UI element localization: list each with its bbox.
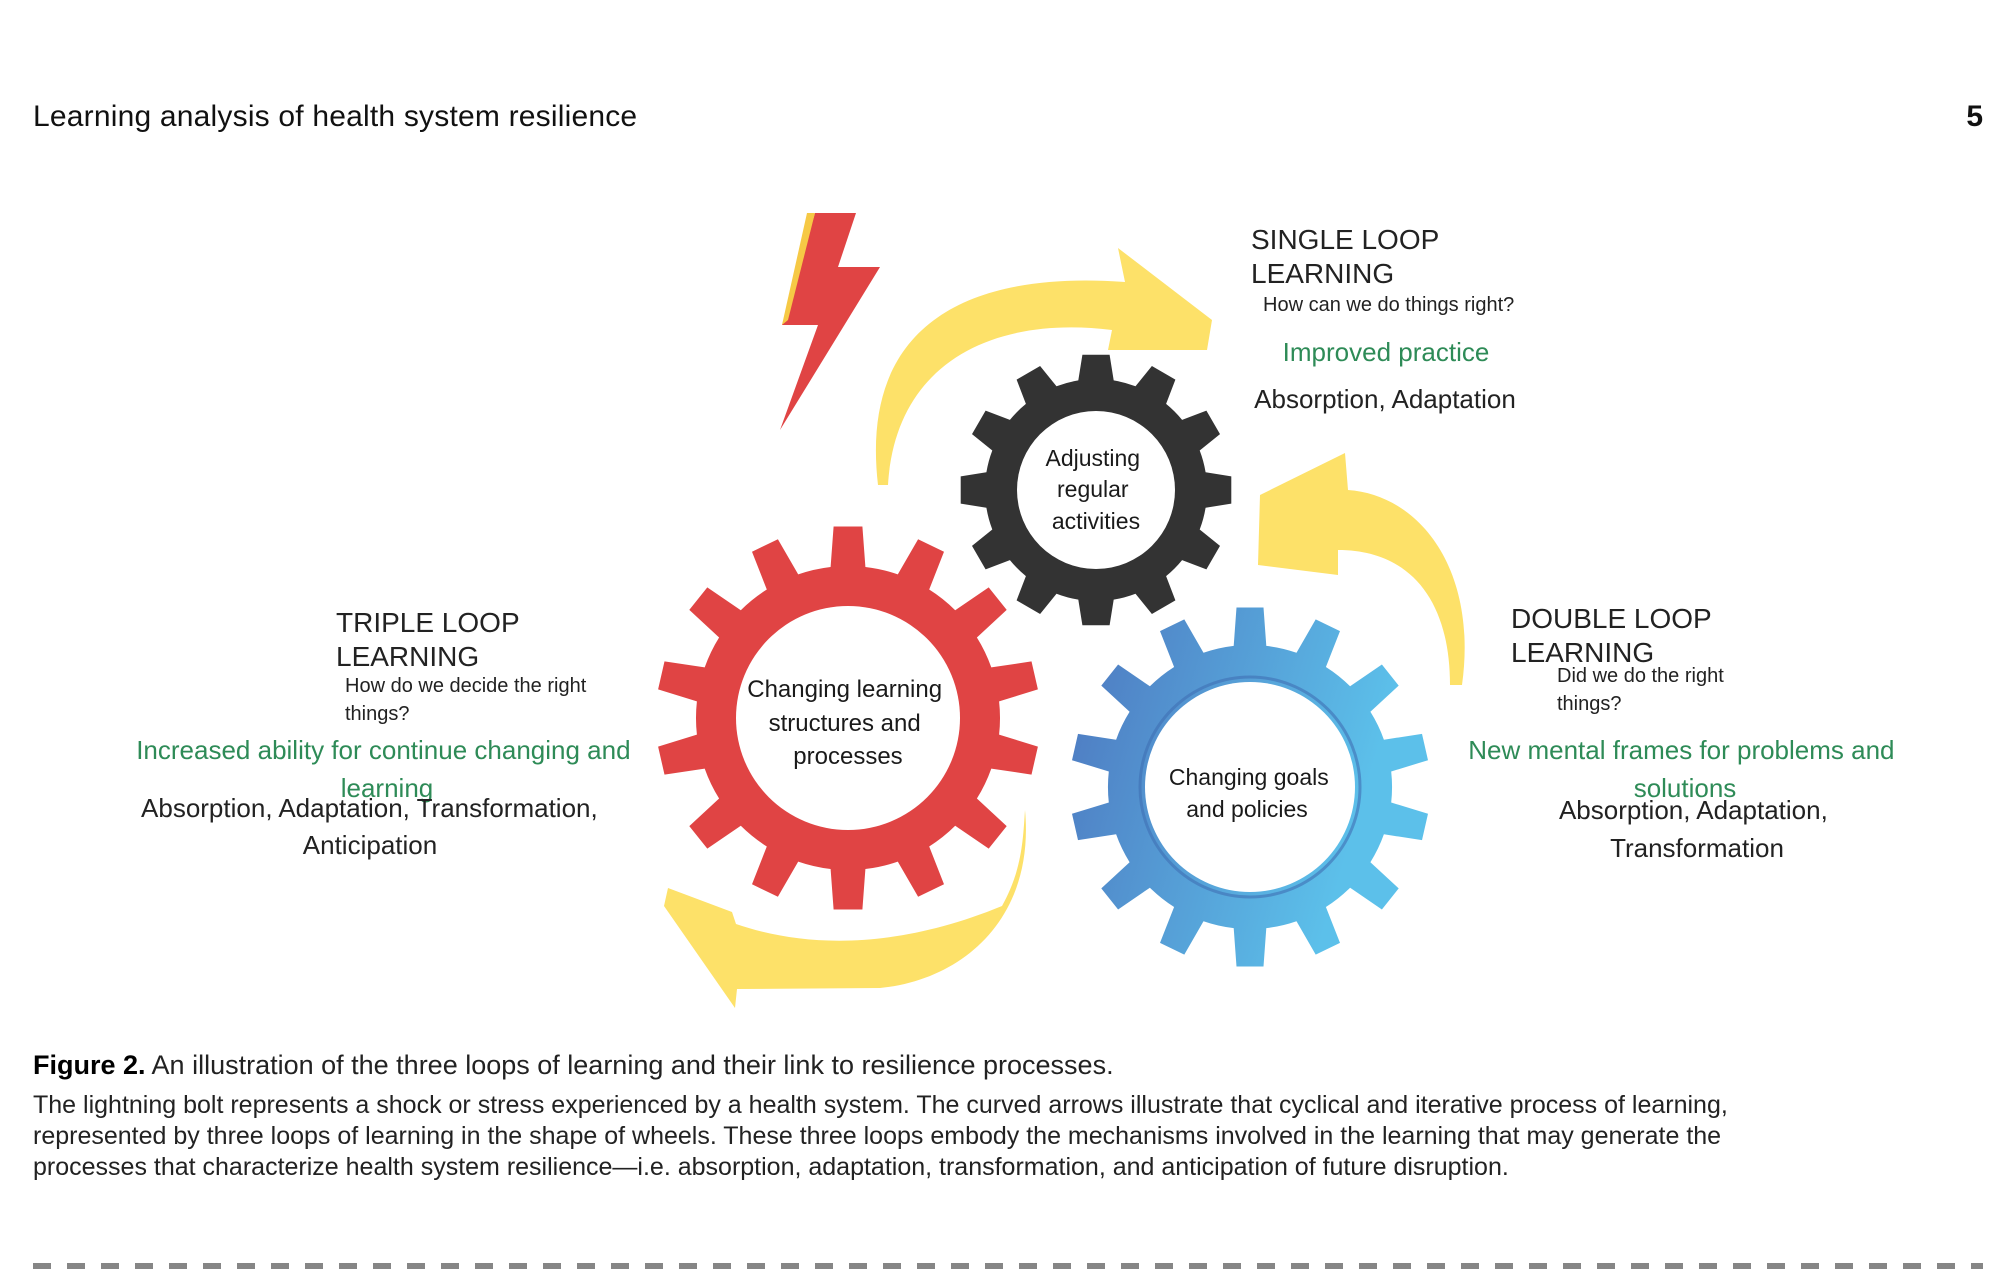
svg-text:How do we decide the right: How do we decide the right things? [345,675,592,725]
svg-text:DOUBLE LOOP LEARNING: DOUBLE LOOP LEARNING [1511,603,1719,668]
double-loop-title-1: DOUBLE LOOP [1511,603,1711,634]
gear-triple-line-3: processes [793,743,902,770]
caption-label: Figure 2. [33,1050,146,1080]
triple-loop-question-1: How do we decide the right [345,675,587,697]
gear-double-label: Changing goals and policies [1169,764,1335,822]
caption-body-line-1: The lightning bolt represents a shock or… [33,1091,1728,1119]
triple-loop-outcome-2: learning [341,773,434,803]
caption-title: Figure 2. An illustration of the three l… [33,1048,1933,1082]
svg-text:Absorption, Adaptation, Transf: Absorption, Adaptation, Transformation, … [141,793,605,860]
triple-loop-processes-1: Absorption, Adaptation, Transformation, [141,793,598,823]
gear-single-line-1: Adjusting [1045,445,1140,471]
lightning-bolt-highlight [782,213,815,325]
gear-triple-line-2: structures and [769,710,921,737]
single-loop-question: How can we do things right? [1263,294,1514,316]
double-loop-processes-1: Absorption, Adaptation, [1559,795,1828,825]
single-loop-outcome: Improved practice [1283,337,1490,367]
svg-text:Did we do the right thin: Did we do the right things? [1557,665,1729,715]
figure-caption: Figure 2. An illustration of the three l… [33,1048,1933,1183]
caption-body-line-2: represented by three loops of learning i… [33,1122,1722,1150]
arrow-right [1258,453,1465,685]
double-loop-outcome-2: solutions [1634,773,1737,803]
double-loop-title-2: LEARNING [1511,637,1654,668]
double-loop-question-2: things? [1557,693,1622,715]
learning-loops-diagram: Adjusting regular activities Changing le… [136,213,1902,1008]
svg-text:Absorption, Adaptation,: Absorption, Adaptation, Transformation [1559,795,1835,863]
caption-title-text: An illustration of the three loops of le… [145,1050,1114,1080]
svg-text:New mental frames for problems: New mental frames for problems and solut… [1468,735,1902,803]
double-loop-processes-2: Transformation [1610,833,1784,863]
gear-single-loop [960,354,1232,626]
double-loop-annotation: DOUBLE LOOP LEARNING Did we do the right… [1468,603,1902,863]
gear-triple-label: Changing learning structures and process… [747,676,948,770]
page-number: 5 [1966,100,1983,133]
triple-loop-outcome-1: Increased ability for continue changing … [136,735,630,765]
triple-loop-title-1: TRIPLE LOOP [336,607,519,638]
caption-body-line-3: processes that characterize health syste… [33,1153,1509,1181]
lightning-bolt-icon [780,213,880,430]
single-loop-annotation: SINGLE LOOP LEARNING How can we do thing… [1251,224,1516,414]
arrow-top [875,248,1212,485]
triple-loop-processes-2: Anticipation [303,830,437,860]
gear-single-line-3: activities [1052,508,1140,534]
caption-body: The lightning bolt represents a shock or… [33,1090,1933,1183]
gear-double-line-2: and policies [1186,796,1307,822]
svg-text:SINGLE LOOP LEARNING: SINGLE LOOP LEARNING [1251,224,1447,289]
svg-text:Increased ability for continue: Increased ability for continue changing … [136,735,638,803]
curved-arrows [664,248,1465,1008]
gear-triple-line-1: Changing learning [747,676,942,703]
arrow-bottom [664,810,1026,1008]
gear-double-loop [1072,607,1428,967]
page-header: Learning analysis of health system resil… [33,100,1983,140]
double-loop-question-1: Did we do the right [1557,665,1724,687]
next-paragraph-cutoff [33,1263,1983,1269]
triple-loop-annotation: TRIPLE LOOP LEARNING How do we decide th… [136,607,638,860]
triple-loop-question-2: things? [345,703,410,725]
double-loop-outcome-1: New mental frames for problems and [1468,735,1894,765]
gear-single-line-2: regular [1057,476,1129,502]
single-loop-title-2: LEARNING [1251,258,1394,289]
triple-loop-title-2: LEARNING [336,641,479,672]
gear-double-line-1: Changing goals [1169,764,1329,790]
gear-single-label: Adjusting regular activities [1045,445,1146,534]
running-title: Learning analysis of health system resil… [33,100,638,133]
svg-text:TRIPLE LOOP LEARNING: TRIPLE LOOP LEARNING [336,607,527,672]
single-loop-title-1: SINGLE LOOP [1251,224,1439,255]
single-loop-processes: Absorption, Adaptation [1254,384,1516,414]
gear-triple-loop [658,526,1038,910]
